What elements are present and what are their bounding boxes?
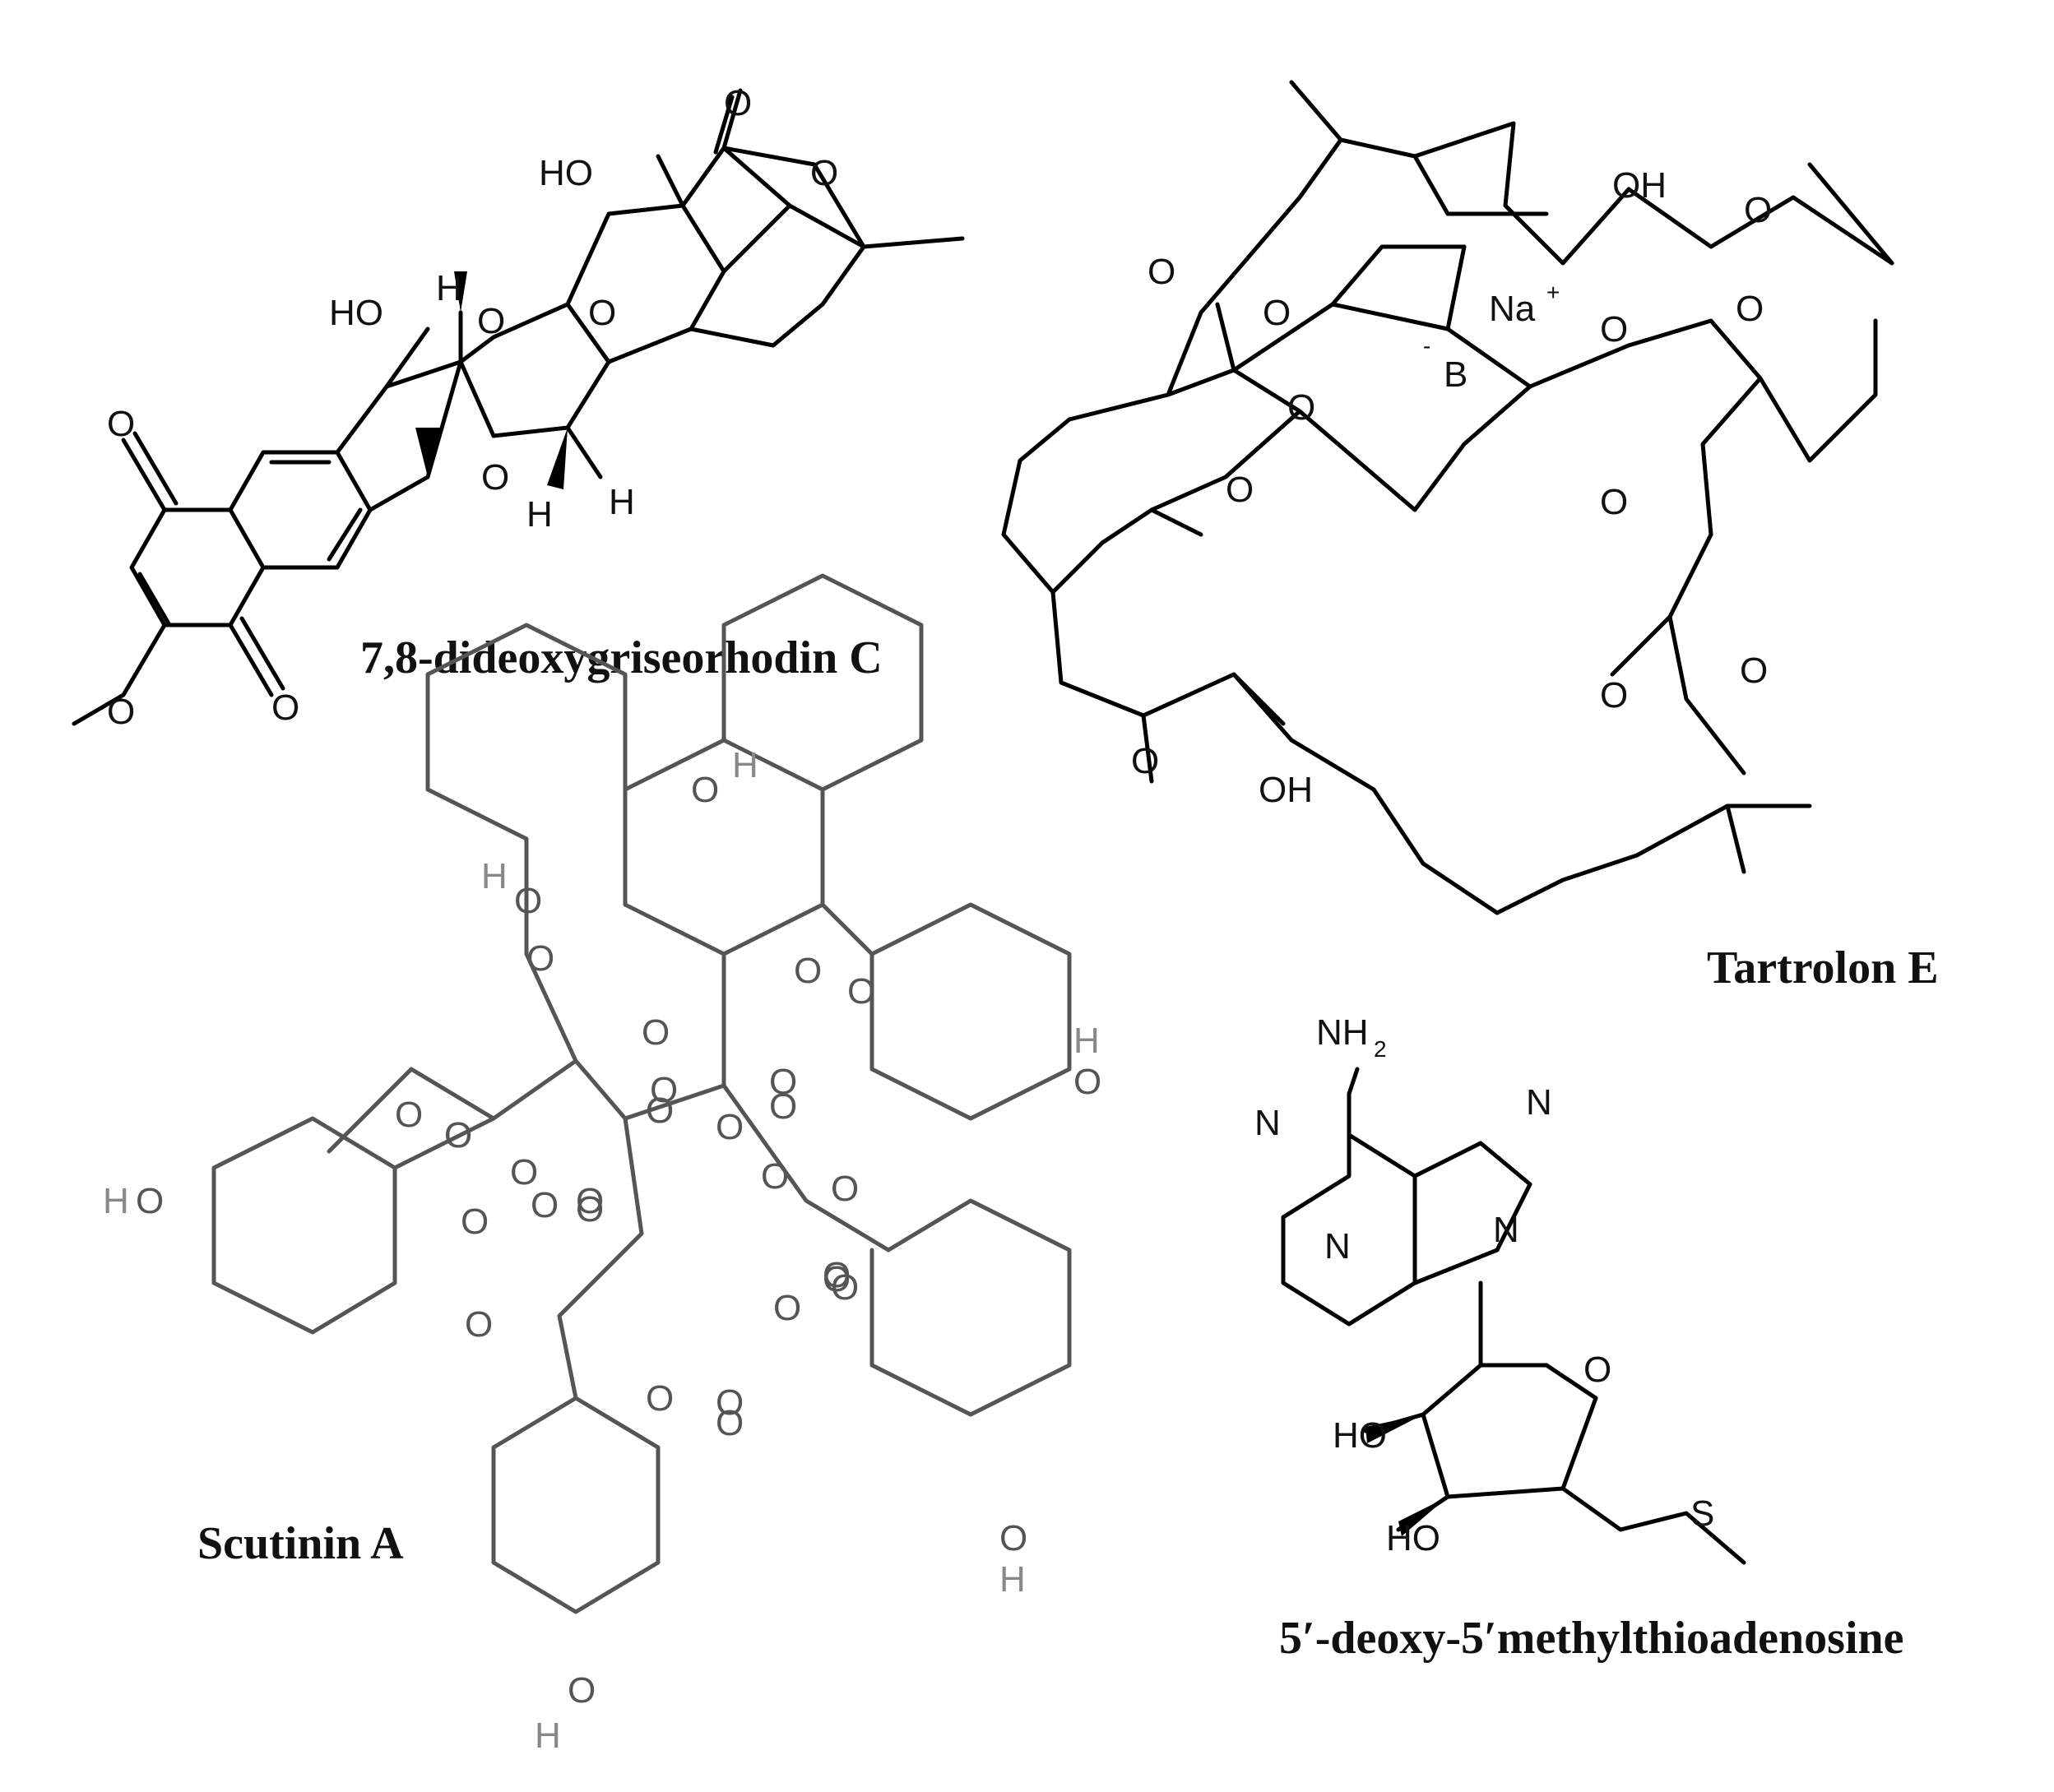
atom-n: N	[1526, 1082, 1552, 1123]
atom-n: N	[1324, 1226, 1351, 1266]
atom-b: B	[1444, 354, 1467, 395]
atom-o: O	[136, 1181, 164, 1221]
atom-ho: HO	[1333, 1415, 1387, 1456]
atom-h: H	[999, 1559, 1026, 1600]
subscript-2: 2	[1374, 1036, 1387, 1062]
atom-o: O	[716, 1107, 744, 1147]
atom-o: O	[588, 293, 616, 333]
atom-o: O	[465, 1304, 493, 1345]
atom-s: S	[1690, 1493, 1714, 1534]
atom-ho: HO	[1386, 1518, 1440, 1558]
atom-o: O	[769, 1086, 797, 1127]
structure-mta: NH 2 N N N N O HO HO S 5′-deoxy-5′methyl…	[1254, 1012, 1904, 1664]
atom-h: H	[1073, 1021, 1100, 1061]
atom-o: O	[444, 1115, 472, 1155]
atom-o: O	[1600, 675, 1628, 715]
atom-h: H	[609, 482, 635, 522]
atom-o: O	[646, 1378, 674, 1419]
atom-oh: OH	[1259, 770, 1313, 810]
atom-o: O	[107, 404, 135, 444]
atom-o: O	[1287, 387, 1315, 428]
atom-o: O	[1226, 470, 1254, 510]
structure-scutinin: O O O O O O O O O O O O O O O O O O O O …	[103, 573, 1101, 1756]
atom-nh2: NH	[1316, 1012, 1369, 1053]
atom-h: H	[535, 1716, 561, 1756]
atom-o: O	[510, 1152, 538, 1192]
structure-griseorhodin: O O O O O O O O HO HO H H H 7,8-dideoxyg…	[72, 83, 965, 732]
atom-o: O	[1073, 1062, 1101, 1102]
atom-h: H	[103, 1181, 129, 1221]
atom-o: O	[1600, 482, 1628, 522]
caption-mta: 5′-deoxy-5′methylthioadenosine	[1279, 1613, 1904, 1664]
atom-h: H	[732, 745, 758, 785]
atom-h: H	[481, 856, 508, 896]
atom-o: O	[1583, 1350, 1611, 1390]
atom-o: O	[761, 1156, 789, 1197]
atom-o: O	[461, 1202, 489, 1242]
atom-o: O	[773, 1288, 801, 1328]
atom-o: O	[481, 457, 509, 498]
atom-o: O	[514, 881, 542, 921]
atom-o: O	[646, 1090, 674, 1131]
atom-o: O	[477, 301, 505, 341]
atom-o: O	[810, 153, 838, 193]
atom-o: O	[576, 1189, 604, 1229]
atom-na: Na	[1489, 289, 1536, 329]
atom-o: O	[1148, 252, 1175, 292]
atom-ho: HO	[329, 293, 383, 333]
charge-minus: -	[1423, 333, 1430, 359]
atom-o: O	[716, 1382, 744, 1423]
atom-o: O	[642, 1012, 670, 1053]
atom-o: O	[1263, 293, 1291, 333]
atom-o: O	[1736, 289, 1764, 329]
atom-o: O	[576, 1181, 604, 1221]
atom-o: O	[769, 1062, 797, 1102]
atom-o: O	[526, 938, 554, 979]
atom-o: O	[847, 971, 875, 1012]
atom-o: O	[1600, 309, 1628, 350]
atom-n: N	[1493, 1210, 1519, 1250]
atom-o: O	[823, 1259, 851, 1299]
atom-o: O	[823, 1255, 851, 1295]
atom-o: O	[531, 1185, 559, 1225]
atom-o: O	[831, 1169, 859, 1209]
atom-o: O	[271, 688, 299, 728]
caption-scutinin: Scutinin A	[197, 1518, 404, 1569]
caption-griseorhodin: 7,8-dideoxygriseorhodin C	[360, 632, 883, 683]
atom-o: O	[1131, 741, 1159, 781]
atom-o: O	[1744, 190, 1772, 230]
atom-h: H	[436, 268, 462, 308]
atom-o: O	[691, 770, 719, 810]
atom-o: O	[646, 1090, 674, 1131]
atom-oh: OH	[1612, 165, 1667, 206]
atom-h: H	[526, 494, 553, 535]
atom-o: O	[1740, 651, 1768, 691]
atom-o: O	[395, 1095, 423, 1135]
atom-ho: HO	[539, 153, 593, 193]
atom-o: O	[107, 692, 135, 732]
structure-tartrolon: O O O O O O O O O O O OH OH Na + B - Tar…	[1001, 80, 1939, 993]
atom-o: O	[831, 1267, 859, 1308]
atom-o: O	[716, 1403, 744, 1443]
atom-n: N	[1254, 1103, 1281, 1143]
caption-tartrolon: Tartrolon E	[1707, 942, 1939, 993]
atom-o: O	[999, 1518, 1027, 1558]
charge-plus: +	[1546, 280, 1560, 305]
atom-o: O	[444, 1115, 472, 1155]
atom-o: O	[568, 1670, 596, 1711]
atom-o: O	[650, 1070, 678, 1110]
atom-o: O	[724, 83, 752, 123]
atom-o: O	[794, 951, 822, 991]
